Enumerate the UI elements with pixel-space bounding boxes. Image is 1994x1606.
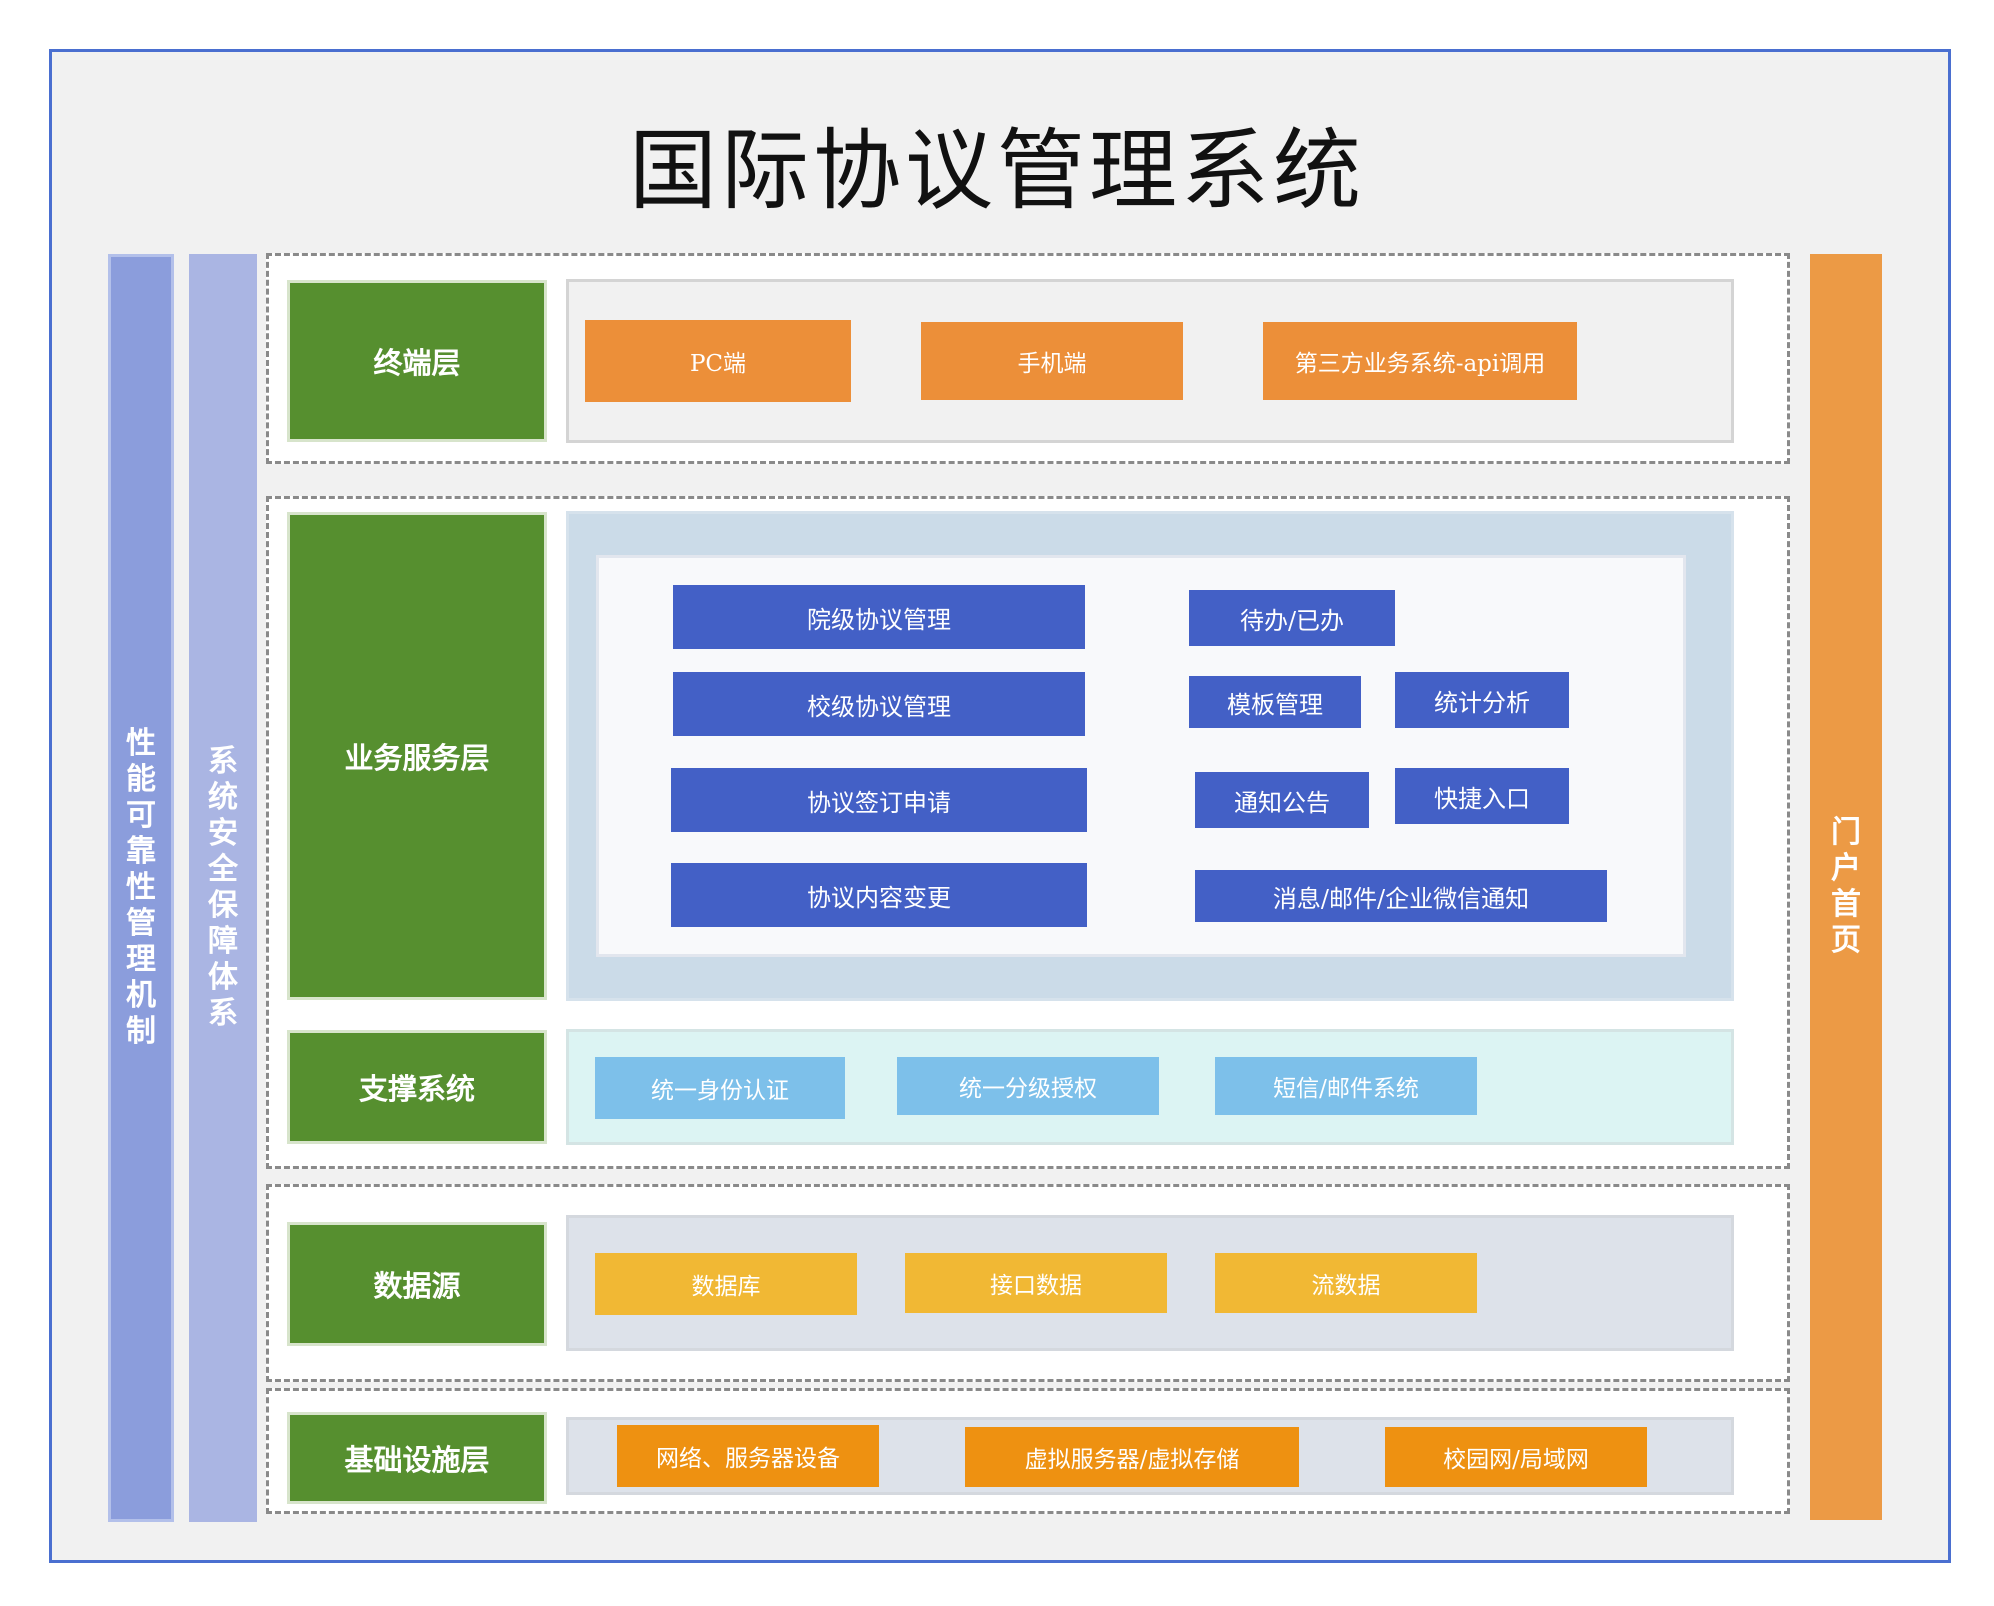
- security-bar: 系统安全保障体系: [189, 254, 257, 1522]
- third-party-api-button[interactable]: 第三方业务系统-api调用: [1263, 322, 1577, 400]
- network-server-button[interactable]: 网络、服务器设备: [617, 1425, 879, 1487]
- template-management-button[interactable]: 模板管理: [1189, 676, 1361, 728]
- message-notification-button[interactable]: 消息/邮件/企业微信通知: [1195, 870, 1607, 922]
- interface-data-button[interactable]: 接口数据: [905, 1253, 1167, 1313]
- college-agreement-button[interactable]: 院级协议管理: [673, 585, 1085, 649]
- diagram-title: 国际协议管理系统: [0, 100, 1994, 227]
- infra-layer-label: 基础设施层: [287, 1412, 547, 1504]
- statistics-analysis-button[interactable]: 统计分析: [1395, 672, 1569, 728]
- virtual-server-storage-button[interactable]: 虚拟服务器/虚拟存储: [965, 1427, 1299, 1487]
- security-label: 系统安全保障体系: [207, 744, 239, 1032]
- todo-done-button[interactable]: 待办/已办: [1189, 590, 1395, 646]
- unified-identity-button[interactable]: 统一身份认证: [595, 1057, 845, 1119]
- database-button[interactable]: 数据库: [595, 1253, 857, 1315]
- data-layer-label: 数据源: [287, 1222, 547, 1346]
- business-layer-label: 业务服务层: [287, 512, 547, 1000]
- portal-bar: 门户首页: [1810, 254, 1882, 1520]
- agreement-signing-button[interactable]: 协议签订申请: [671, 768, 1087, 832]
- stream-data-button[interactable]: 流数据: [1215, 1253, 1477, 1313]
- campus-lan-button[interactable]: 校园网/局域网: [1385, 1427, 1647, 1487]
- unified-authorization-button[interactable]: 统一分级授权: [897, 1057, 1159, 1115]
- support-layer-label: 支撑系统: [287, 1030, 547, 1144]
- agreement-change-button[interactable]: 协议内容变更: [671, 863, 1087, 927]
- pc-client-button[interactable]: PC端: [585, 320, 851, 402]
- mobile-client-button[interactable]: 手机端: [921, 322, 1183, 400]
- school-agreement-button[interactable]: 校级协议管理: [673, 672, 1085, 736]
- portal-label: 门户首页: [1830, 815, 1862, 959]
- performance-bar: 性能可靠性管理机制: [108, 254, 174, 1522]
- terminal-layer-label: 终端层: [287, 280, 547, 442]
- sms-email-system-button[interactable]: 短信/邮件系统: [1215, 1057, 1477, 1115]
- notice-announcement-button[interactable]: 通知公告: [1195, 772, 1369, 828]
- quick-entry-button[interactable]: 快捷入口: [1395, 768, 1569, 824]
- performance-label: 性能可靠性管理机制: [125, 726, 157, 1050]
